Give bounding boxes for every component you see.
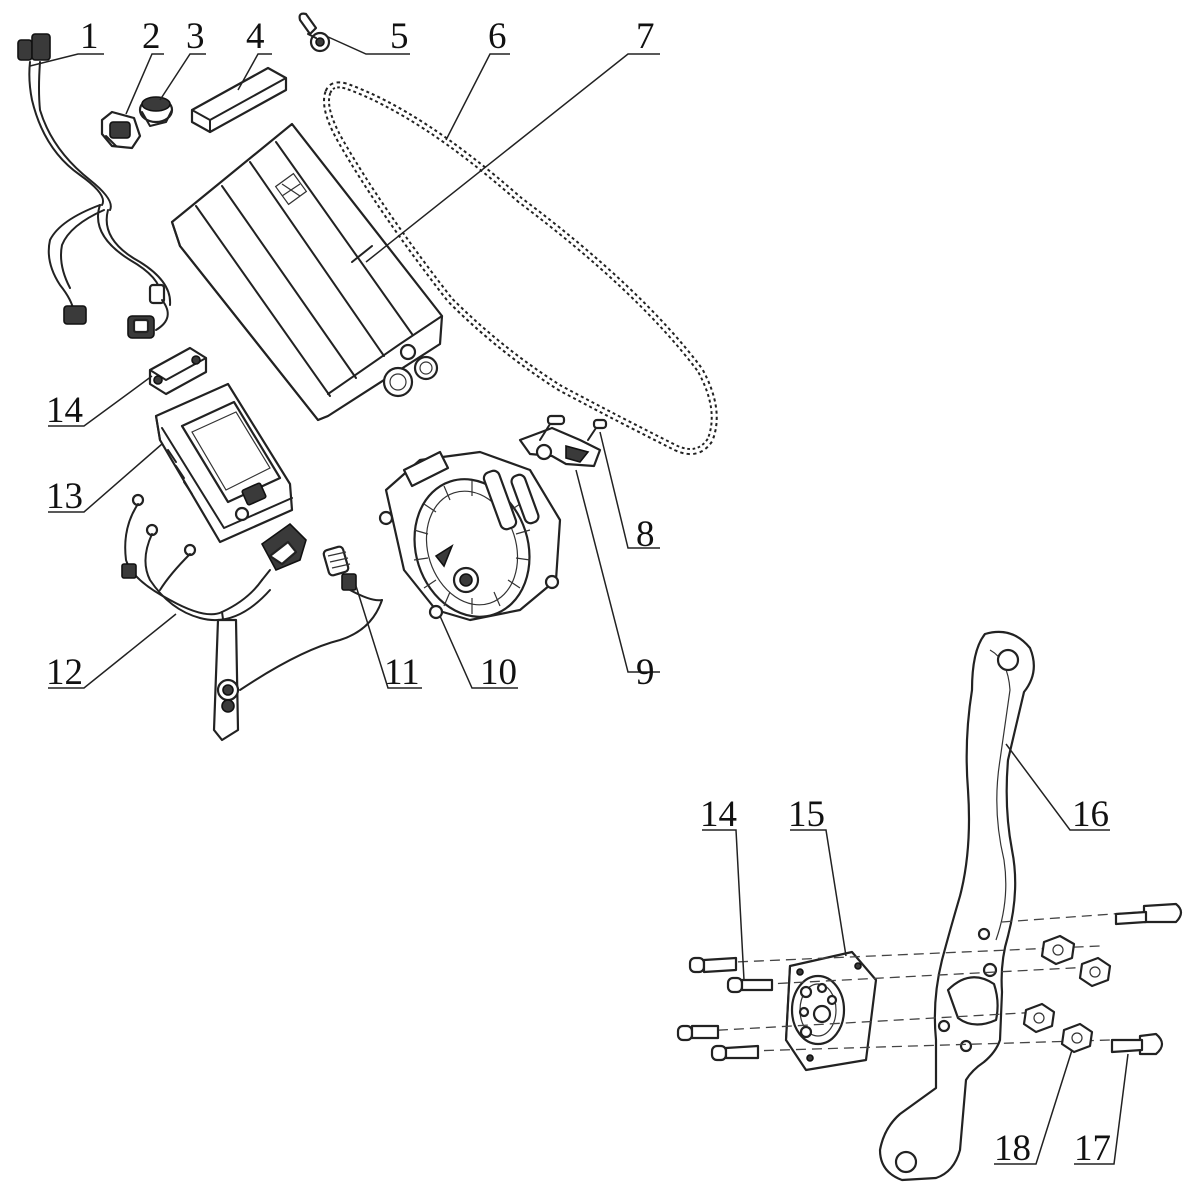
callout-6: 6 [488,16,507,57]
callout-17: 17 [1074,1128,1111,1169]
part-8-screws [539,414,608,441]
part-11-sensor [322,545,383,602]
callout-12: 12 [46,652,83,693]
callout-15: 15 [788,794,825,835]
part-1-wiring-harness [17,33,172,339]
callout-16: 16 [1072,794,1109,835]
fasteners [676,902,1183,1062]
callout-11: 11 [384,652,420,693]
callout-labels: 1 2 3 4 5 6 7 8 9 10 11 12 13 14 14 15 1… [46,16,1111,1169]
part-10-motor [378,450,562,622]
callout-9: 9 [636,652,655,693]
part-7-battery-box [170,122,444,422]
part-6-drive-chain [323,81,718,456]
part-12-ground-harness [121,493,383,742]
callout-14-upper: 14 [46,390,83,431]
part-16-arm-plate [878,630,1035,1182]
callout-7: 7 [636,16,655,57]
leader-lines [29,35,1129,1165]
part-5-clip [298,12,331,53]
callout-8: 8 [636,514,655,555]
callout-10: 10 [480,652,517,693]
part-4-cover-plate [190,66,288,134]
callout-4: 4 [246,16,265,57]
part-3-knob [138,96,174,127]
part-14-connector-upper [148,346,208,396]
part-2-switch [100,110,142,150]
part-13-controller [154,382,294,544]
callout-13: 13 [46,476,83,517]
callout-2: 2 [142,16,161,57]
callout-3: 3 [186,16,205,57]
callout-14-lower: 14 [700,794,737,835]
callout-1: 1 [80,16,99,57]
part-15-charge-socket [784,950,878,1072]
callout-5: 5 [390,16,409,57]
callout-18: 18 [994,1128,1031,1169]
part-9-bracket [518,426,602,468]
